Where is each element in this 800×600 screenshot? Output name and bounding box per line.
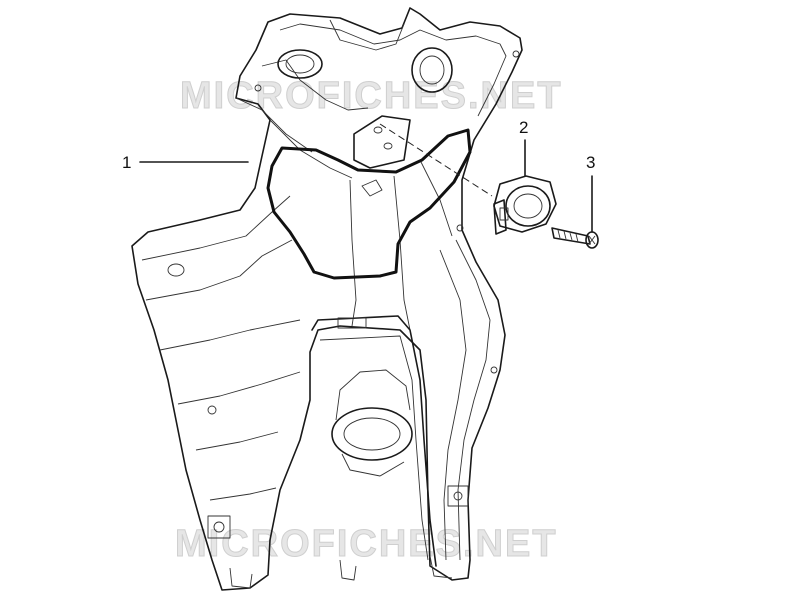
screw (551, 227, 599, 249)
lock-bracket (353, 115, 411, 169)
panel-gasket (266, 128, 472, 280)
callout-2: 2 (519, 118, 528, 137)
floor-hole (331, 407, 413, 461)
callout-3: 3 (586, 153, 595, 172)
assembly-line (379, 123, 493, 197)
watermark-bottom: MICROFICHES.NET (175, 523, 558, 565)
right-opening (411, 47, 453, 93)
callout-1: 1 (122, 153, 131, 172)
ignition-cover-ring (493, 175, 557, 235)
leg-shield-panel (131, 7, 523, 591)
left-opening (277, 49, 323, 79)
watermark-top: MICROFICHES.NET (180, 75, 563, 117)
